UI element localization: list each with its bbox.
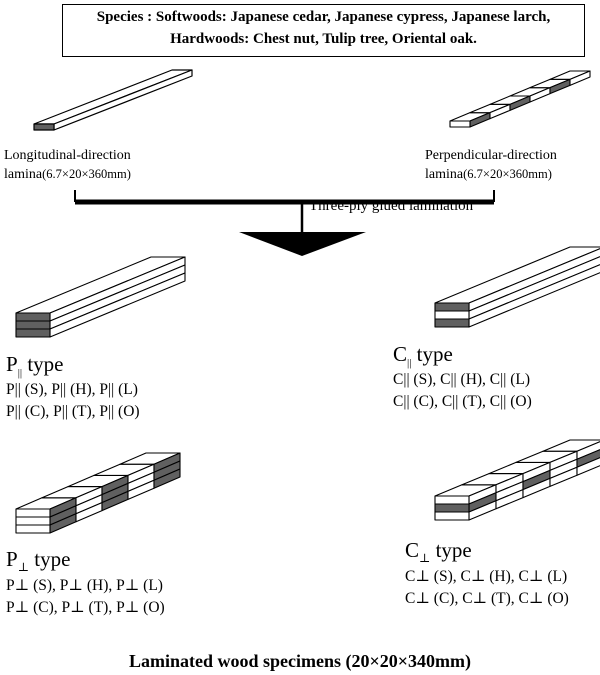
lamina-side-segment [569,70,591,86]
beam-end-layer [434,302,470,312]
down-arrow [239,232,366,256]
c-perpendicular-variants-line1: C⊥ (S), C⊥ (H), C⊥ (L) [405,568,568,586]
perpendicular-lamina-dimensions: (6.7×20×360mm) [463,167,552,181]
p-parallel-specimen-drawing [15,256,186,338]
longitudinal-lamina-drawing [33,69,193,131]
beam-end-layer [15,516,51,526]
longitudinal-lamina-label-line1: Longitudinal-direction [4,148,131,163]
beam-side-segment [576,449,600,468]
p-perpendicular-type-title: P⊥ type [6,547,71,575]
beam-end-layer [15,508,51,518]
species-line-2: Hardwoods: Chest nut, Tulip tree, Orient… [170,31,477,47]
beam-end-layer [15,312,51,322]
bottom-caption: Laminated wood specimens (20×20×340mm) [129,651,471,671]
beam-side-segment [576,457,600,476]
longitudinal-lamina-label: Longitudinal-direction lamina(6.7×20×360… [4,146,131,184]
p-parallel-variants-line2: P|| (C), P|| (T), P|| (O) [6,403,140,421]
c-parallel-type-title: C|| type [393,342,453,370]
perpendicular-lamina-label-prefix: lamina [425,167,464,182]
c-parallel-specimen-drawing [434,246,600,328]
c-parallel-variants-line2: C|| (C), C|| (T), C|| (O) [393,393,532,411]
three-ply-lamination-label: Three-ply glued lamination [309,198,474,214]
perpendicular-lamina-drawing [449,70,591,128]
c-perpendicular-specimen-drawing [434,439,600,521]
beam-end-layer [434,310,470,320]
beam-end-layer [434,318,470,328]
c-perpendicular-type-title: C⊥ type [405,538,472,566]
lamination-connector [74,190,495,232]
beam-end-layer [434,511,470,521]
beam-end-layer [15,524,51,534]
beam-end-layer [434,495,470,505]
beam-side-segment [576,441,600,460]
c-parallel-variants-line1: C|| (S), C|| (H), C|| (L) [393,371,531,389]
c-perpendicular-type-block: C⊥ type C⊥ (S), C⊥ (H), C⊥ (L) C⊥ (C), C… [405,538,569,610]
species-box: Species : Softwoods: Japanese cedar, Jap… [62,4,585,57]
p-perpendicular-variants-line1: P⊥ (S), P⊥ (H), P⊥ (L) [6,577,163,595]
beam-side-segment [153,468,181,489]
beam-top-segment [542,439,600,452]
perpendicular-lamina-label: Perpendicular-direction lamina(6.7×20×36… [425,146,557,184]
beam-end-layer [434,503,470,513]
beam-end-layer [15,328,51,338]
p-parallel-type-block: P|| type P|| (S), P|| (H), P|| (L) P|| (… [6,352,140,423]
beam-end-layer [15,320,51,330]
longitudinal-lamina-dimensions: (6.7×20×360mm) [42,167,131,181]
c-perpendicular-variants-line2: C⊥ (C), C⊥ (T), C⊥ (O) [405,590,569,608]
perpendicular-lamina-label-line1: Perpendicular-direction [425,148,557,163]
c-parallel-type-block: C|| type C|| (S), C|| (H), C|| (L) C|| (… [393,342,532,413]
lamina-end-face [449,120,471,128]
p-parallel-type-title: P|| type [6,352,64,380]
p-perpendicular-specimen-drawing [15,452,181,534]
species-line-1: Species : Softwoods: Japanese cedar, Jap… [96,9,551,25]
p-perpendicular-type-block: P⊥ type P⊥ (S), P⊥ (H), P⊥ (L) P⊥ (C), P… [6,547,165,619]
longitudinal-lamina-label-prefix: lamina [4,167,43,182]
p-parallel-variants-line1: P|| (S), P|| (H), P|| (L) [6,381,138,399]
p-perpendicular-variants-line2: P⊥ (C), P⊥ (T), P⊥ (O) [6,599,165,617]
